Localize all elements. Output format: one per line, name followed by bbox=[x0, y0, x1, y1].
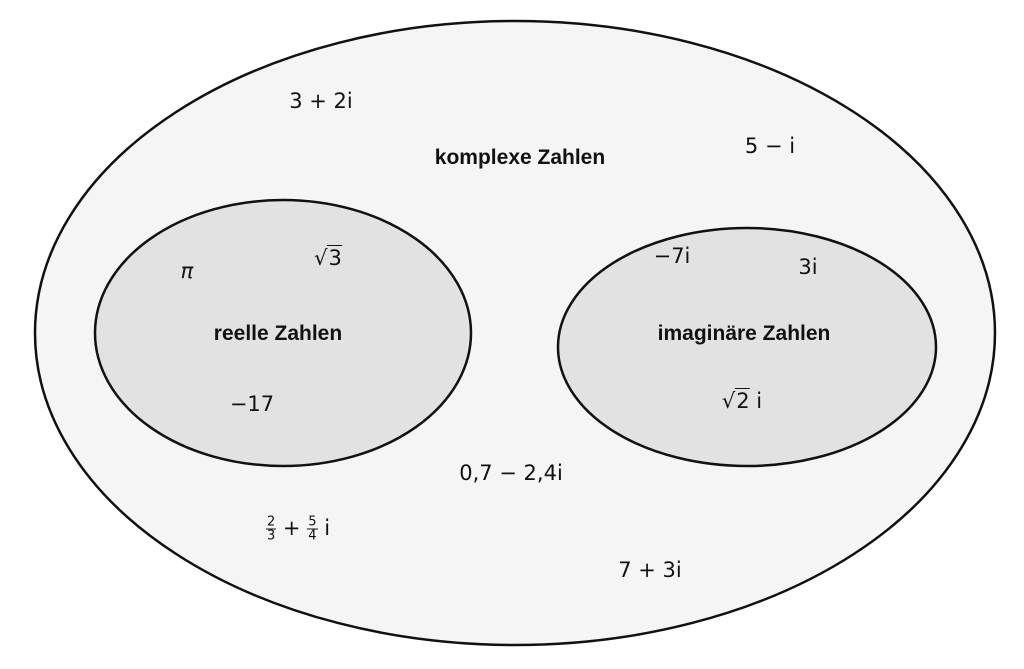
real-numbers-set bbox=[93, 198, 473, 468]
imaginary-numbers-set bbox=[556, 226, 938, 468]
real-example-sqrt3: √3 bbox=[314, 245, 342, 270]
imaginary-example-sqrt2i: √2 i bbox=[721, 388, 763, 413]
complex-numbers-set bbox=[33, 19, 997, 647]
complex-set-label: komplexe Zahlen bbox=[434, 146, 606, 169]
imaginary-example: −7i bbox=[653, 244, 691, 268]
real-example-pi: π bbox=[180, 259, 194, 283]
complex-example: 0,7 − 2,4i bbox=[459, 461, 563, 485]
complex-example: 5 − i bbox=[744, 134, 796, 158]
real-example-neg17: −17 bbox=[229, 392, 275, 416]
imaginary-example: 3i bbox=[798, 255, 818, 279]
real-set-label: reelle Zahlen bbox=[213, 322, 343, 345]
complex-example: 3 + 2i bbox=[289, 89, 353, 113]
complex-example: 7 + 3i bbox=[618, 558, 682, 582]
imaginary-set-label: imaginäre Zahlen bbox=[657, 322, 831, 345]
